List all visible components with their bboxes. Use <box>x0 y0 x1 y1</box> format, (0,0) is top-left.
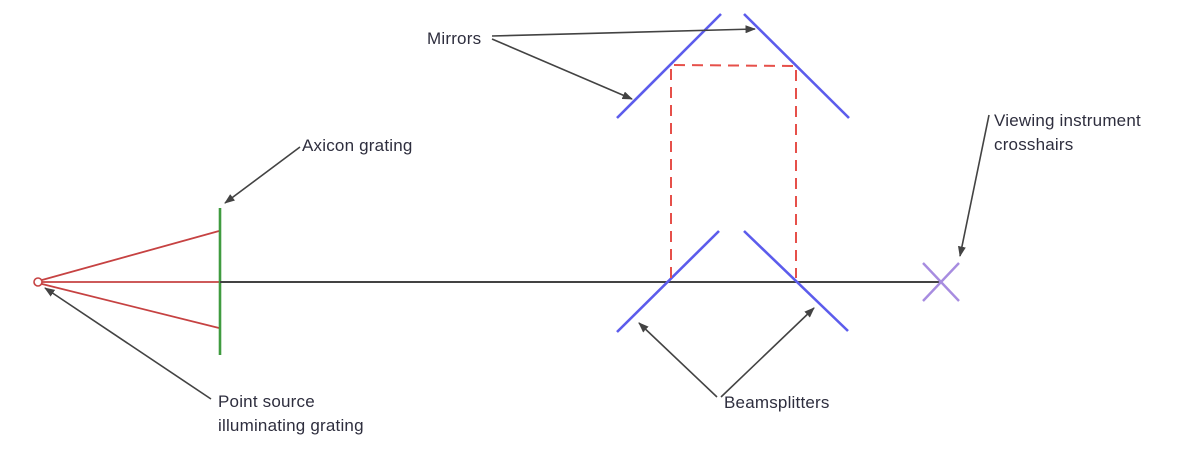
viewing-crosshairs-label-line1: Viewing instrument <box>994 111 1141 130</box>
viewing-crosshairs-label: Viewing instrument crosshairs <box>994 109 1141 157</box>
leader-mirror-left <box>491 38 633 100</box>
beam-upper-order <box>41 230 220 281</box>
leader-beamsplitter-left <box>638 322 718 398</box>
mirrors-label-text: Mirrors <box>427 29 482 48</box>
dashed-beam-path <box>670 63 797 278</box>
crosshair-line-2 <box>922 262 960 302</box>
beamsplitter-right <box>743 230 849 332</box>
axicon-grating-label-text: Axicon grating <box>302 136 413 155</box>
viewing-crosshairs-label-line2: crosshairs <box>994 135 1074 154</box>
beamsplitter-left <box>616 230 720 333</box>
leader-viewing-crosshairs <box>957 114 990 257</box>
leader-mirror-right <box>491 25 756 37</box>
point-source-label-line1: Point source <box>218 392 315 411</box>
leader-axicon-grating <box>224 146 301 204</box>
axicon-grating-label: Axicon grating <box>302 134 413 158</box>
mirror-right <box>743 13 850 119</box>
beamsplitters-label: Beamsplitters <box>724 391 830 415</box>
point-source-label-line2: illuminating grating <box>218 416 364 435</box>
point-source-label: Point source illuminating grating <box>218 390 364 438</box>
beam-lower-order <box>41 283 220 329</box>
point-source <box>33 277 43 287</box>
mirror-left <box>616 13 722 119</box>
beamsplitters-label-text: Beamsplitters <box>724 393 830 412</box>
leader-beamsplitter-right <box>720 307 815 398</box>
mirrors-label: Mirrors <box>427 27 481 51</box>
leader-point-source <box>44 287 212 400</box>
